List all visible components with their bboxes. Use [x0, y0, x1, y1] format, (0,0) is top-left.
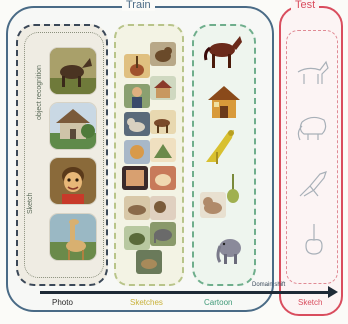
painting-tile-12: [150, 196, 176, 220]
test-domain-column: [286, 30, 338, 284]
giraffe-sketch-icon: [294, 168, 332, 200]
painting-tile-11: [124, 196, 150, 220]
side-label-mid: object recognition: [36, 65, 43, 120]
horse-cartoon-icon: [202, 32, 244, 70]
dog-cartoon-icon: [200, 192, 226, 218]
test-panel: [279, 6, 343, 316]
train-title: Train: [122, 0, 155, 11]
painting-tile-7: [124, 140, 150, 164]
horse-sketch-icon: [292, 56, 332, 88]
house-cartoon-icon: [206, 84, 242, 120]
axis-label-cartoon: Cartoon: [204, 298, 233, 307]
photo-inner-border: [24, 32, 104, 278]
domain-axis-line: [40, 291, 330, 294]
side-label-left: Sketch: [27, 192, 34, 214]
painting-tile-8: [150, 138, 176, 162]
axis-label-photo: Photo: [52, 298, 73, 307]
giraffe-photo-tile: [50, 214, 96, 260]
horse-painting-tile: [150, 110, 176, 134]
dog-painting-2-tile: [124, 112, 150, 136]
person-painting-tile: [124, 84, 150, 108]
elephant-painting-tile: [150, 222, 176, 246]
elephant-cartoon-icon: [214, 232, 244, 266]
house-photo-tile: [50, 103, 96, 149]
painting-tile-10: [150, 166, 176, 190]
painting-tile-9: [122, 166, 148, 190]
guitar-cartoon-icon: [226, 174, 240, 204]
horse-photo-tile: [50, 48, 96, 94]
axis-label-painting: Sketches: [130, 298, 163, 307]
painting-tile-13: [124, 226, 150, 250]
painting-tile-15: [136, 250, 162, 274]
axis-label-sketch: Sketch: [298, 298, 323, 307]
person-photo-tile: [50, 158, 96, 204]
house-painting-tile: [150, 76, 176, 100]
elephant-sketch-icon: [294, 112, 332, 142]
test-title: Test: [291, 0, 320, 11]
dog-painting-tile: [150, 42, 176, 66]
giraffe-cartoon-icon: [200, 126, 242, 166]
guitar-painting-tile: [124, 54, 150, 78]
axis-top-label: Domain shift: [252, 282, 286, 288]
domain-axis-arrowhead: [328, 286, 338, 298]
guitar-sketch-icon: [296, 222, 332, 258]
